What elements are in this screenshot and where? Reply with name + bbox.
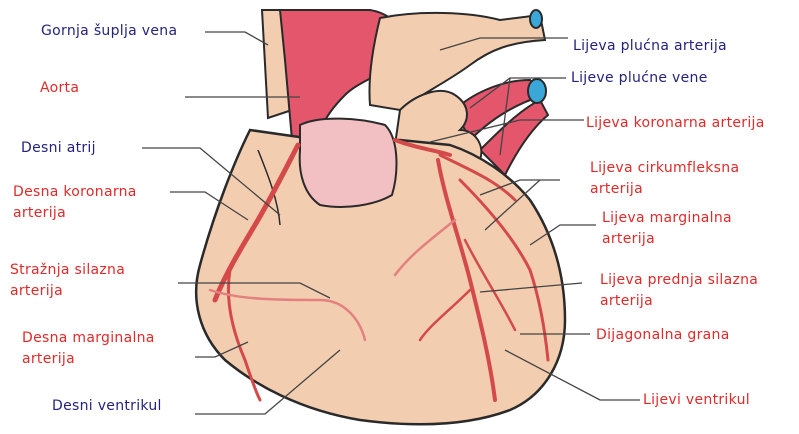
label-right-marginal-line2: arterija (22, 351, 75, 368)
label-right-coronary-artery-line1: Desna koronarna (13, 184, 137, 201)
label-left-anterior-descending-line2: arterija (600, 293, 653, 310)
label-right-ventricle: Desni ventrikul (52, 398, 162, 415)
label-left-circumflex-line1: Lijeva cirkumfleksna (590, 160, 739, 177)
label-left-pulmonary-veins: Lijeve plućne vene (571, 70, 708, 87)
label-aorta: Aorta (40, 80, 79, 97)
right-atrium-appendage (300, 119, 397, 207)
pulmonary-artery-opening (530, 10, 542, 28)
label-posterior-descending-line1: Stražnja silazna (10, 262, 125, 279)
label-right-marginal-line1: Desna marginalna (22, 330, 155, 347)
leader-superior-vena-cava (205, 32, 268, 45)
pulmonary-vein-opening (528, 79, 546, 103)
label-left-ventricle: Lijevi ventrikul (643, 392, 750, 409)
label-posterior-descending-line2: arterija (10, 283, 63, 300)
label-left-marginal-line2: arterija (602, 231, 655, 248)
label-right-atrium: Desni atrij (21, 140, 96, 157)
label-left-coronary-artery: Lijeva koronarna arterija (586, 115, 765, 132)
label-left-anterior-descending-line1: Lijeva prednja silazna (600, 272, 758, 289)
label-diagonal-branch: Dijagonalna grana (596, 327, 730, 344)
label-superior-vena-cava: Gornja šuplja vena (41, 23, 177, 40)
label-right-coronary-artery-line2: arterija (13, 205, 66, 222)
label-left-pulmonary-artery: Lijeva plućna arterija (573, 38, 727, 55)
label-left-marginal-line1: Lijeva marginalna (602, 210, 732, 227)
label-left-circumflex-line2: arterija (590, 181, 643, 198)
